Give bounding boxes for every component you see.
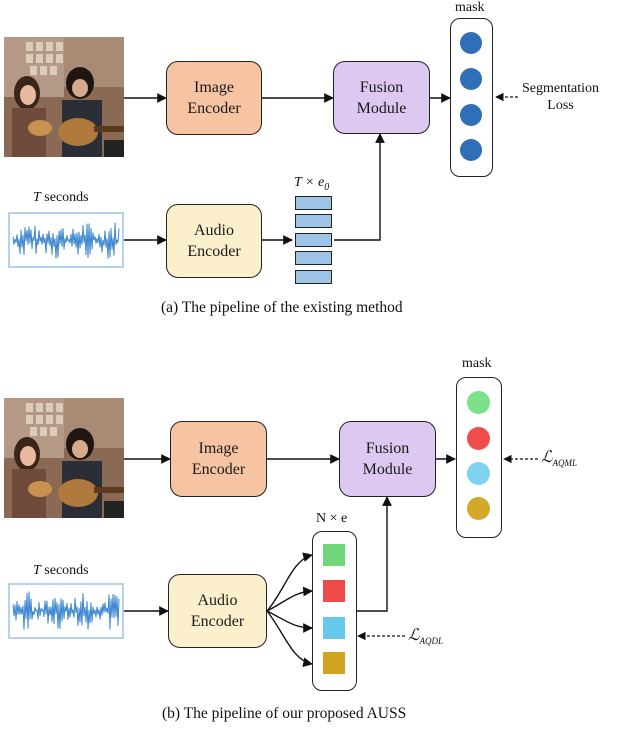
caption-a: (a) The pipeline of the existing method (161, 299, 403, 316)
mask-b-dot-3 (467, 462, 490, 485)
feature-cell (295, 233, 332, 247)
arrow-encoder-to-query-3 (266, 610, 313, 633)
fusion-module-b-line1: Fusion (365, 440, 410, 457)
loss-aqdl-label: ℒAQDL (408, 627, 444, 647)
arrow-encoder-to-query-1 (266, 552, 313, 612)
arrow-encoder-to-query-2 (266, 586, 313, 612)
feature-cell (295, 196, 332, 210)
mask-b-dot-4 (467, 497, 490, 520)
mask-b-dot-2 (467, 427, 490, 450)
panel-a-connectors (124, 92, 518, 245)
feature-cell (295, 214, 332, 228)
mask-a-dot-4 (460, 139, 482, 161)
photo-b (4, 398, 124, 518)
mask-a-dot-3 (460, 104, 482, 126)
mask-b-dot-1 (467, 391, 490, 414)
duration-label-a: T seconds (33, 190, 89, 205)
fusion-module-a-line2: Module (356, 99, 407, 117)
fusion-module-b-line2: Module (362, 461, 413, 478)
waveform-a-signal (12, 222, 120, 259)
mask-label-a: mask (455, 0, 485, 15)
query-dim-label-b: N × e (316, 511, 348, 526)
mask-label-b: mask (462, 356, 492, 371)
waveform-b-signal (12, 591, 120, 630)
query-2 (323, 580, 345, 602)
image-encoder-a-line2: Encoder (187, 100, 241, 117)
query-column-b (312, 531, 357, 691)
image-encoder-a-line1: Image (194, 79, 234, 96)
mask-a-dot-2 (460, 68, 482, 90)
loss-aqml-label: ℒAQML (541, 449, 578, 469)
duration-label-b: T seconds (33, 563, 89, 578)
panel-b-connectors (124, 454, 538, 668)
query-3 (323, 617, 345, 639)
feature-cell (295, 270, 332, 284)
audio-encoder-b-line1: Audio (197, 592, 238, 609)
query-1 (323, 544, 345, 566)
audio-encoder-b-line2: Encoder (190, 613, 245, 630)
mask-a-dot-1 (460, 32, 482, 54)
segmentation-loss-label: Segmentation Loss (522, 81, 599, 113)
query-4 (323, 652, 345, 674)
arrow-features-to-fusion-a (334, 133, 385, 241)
mask-column-b (456, 377, 502, 538)
image-encoder-b-line1: Image (198, 440, 239, 457)
photo-a (4, 37, 124, 157)
audio-encoder-a-line2: Encoder (187, 243, 241, 260)
feature-cell (295, 251, 332, 265)
arrow-queries-to-fusion-b (357, 496, 392, 612)
image-encoder-b-line2: Encoder (191, 461, 246, 478)
fusion-module-a-line1: Fusion (359, 78, 404, 96)
arrow-encoder-to-query-4 (266, 610, 313, 668)
feature-dim-label-a: T × e0 (294, 175, 330, 193)
mask-column-a (450, 18, 493, 177)
caption-b: (b) The pipeline of our proposed AUSS (162, 705, 407, 722)
audio-encoder-a-line1: Audio (194, 222, 234, 239)
